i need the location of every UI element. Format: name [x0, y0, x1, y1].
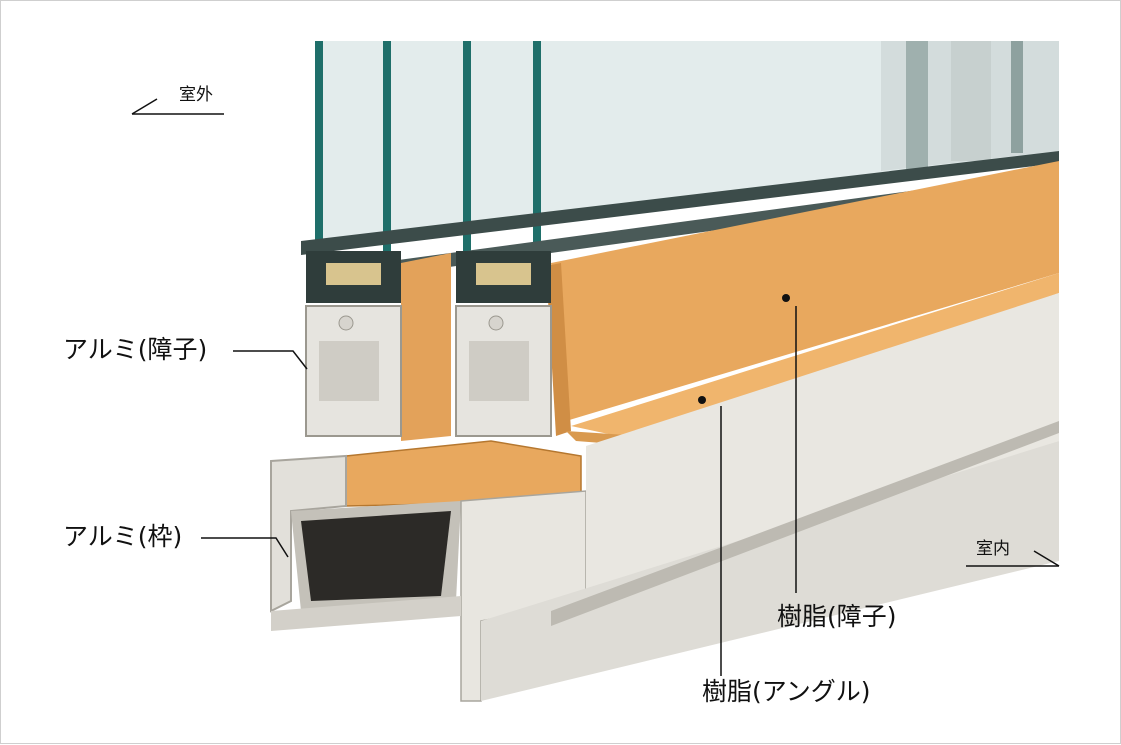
leader-dots [698, 294, 790, 404]
glass-spacers [306, 251, 551, 303]
leader-lines [131, 98, 1060, 676]
resin-sash-label: 樹脂(障子) [777, 602, 897, 631]
aluminum-sash-profiles [305, 305, 552, 437]
aluminum-frame-label: アルミ(枠) [63, 522, 183, 551]
outdoor-label: 室外 [179, 85, 213, 105]
resin-sash-face [401, 161, 1059, 441]
aluminum-frame-sill [270, 293, 1059, 702]
glass-edges [315, 41, 541, 303]
indoor-label: 室内 [976, 539, 1010, 559]
resin-angle-label: 樹脂(アングル) [702, 677, 871, 706]
aluminum-sash-label: アルミ(障子) [63, 335, 208, 364]
glass-panes [321, 41, 1059, 251]
